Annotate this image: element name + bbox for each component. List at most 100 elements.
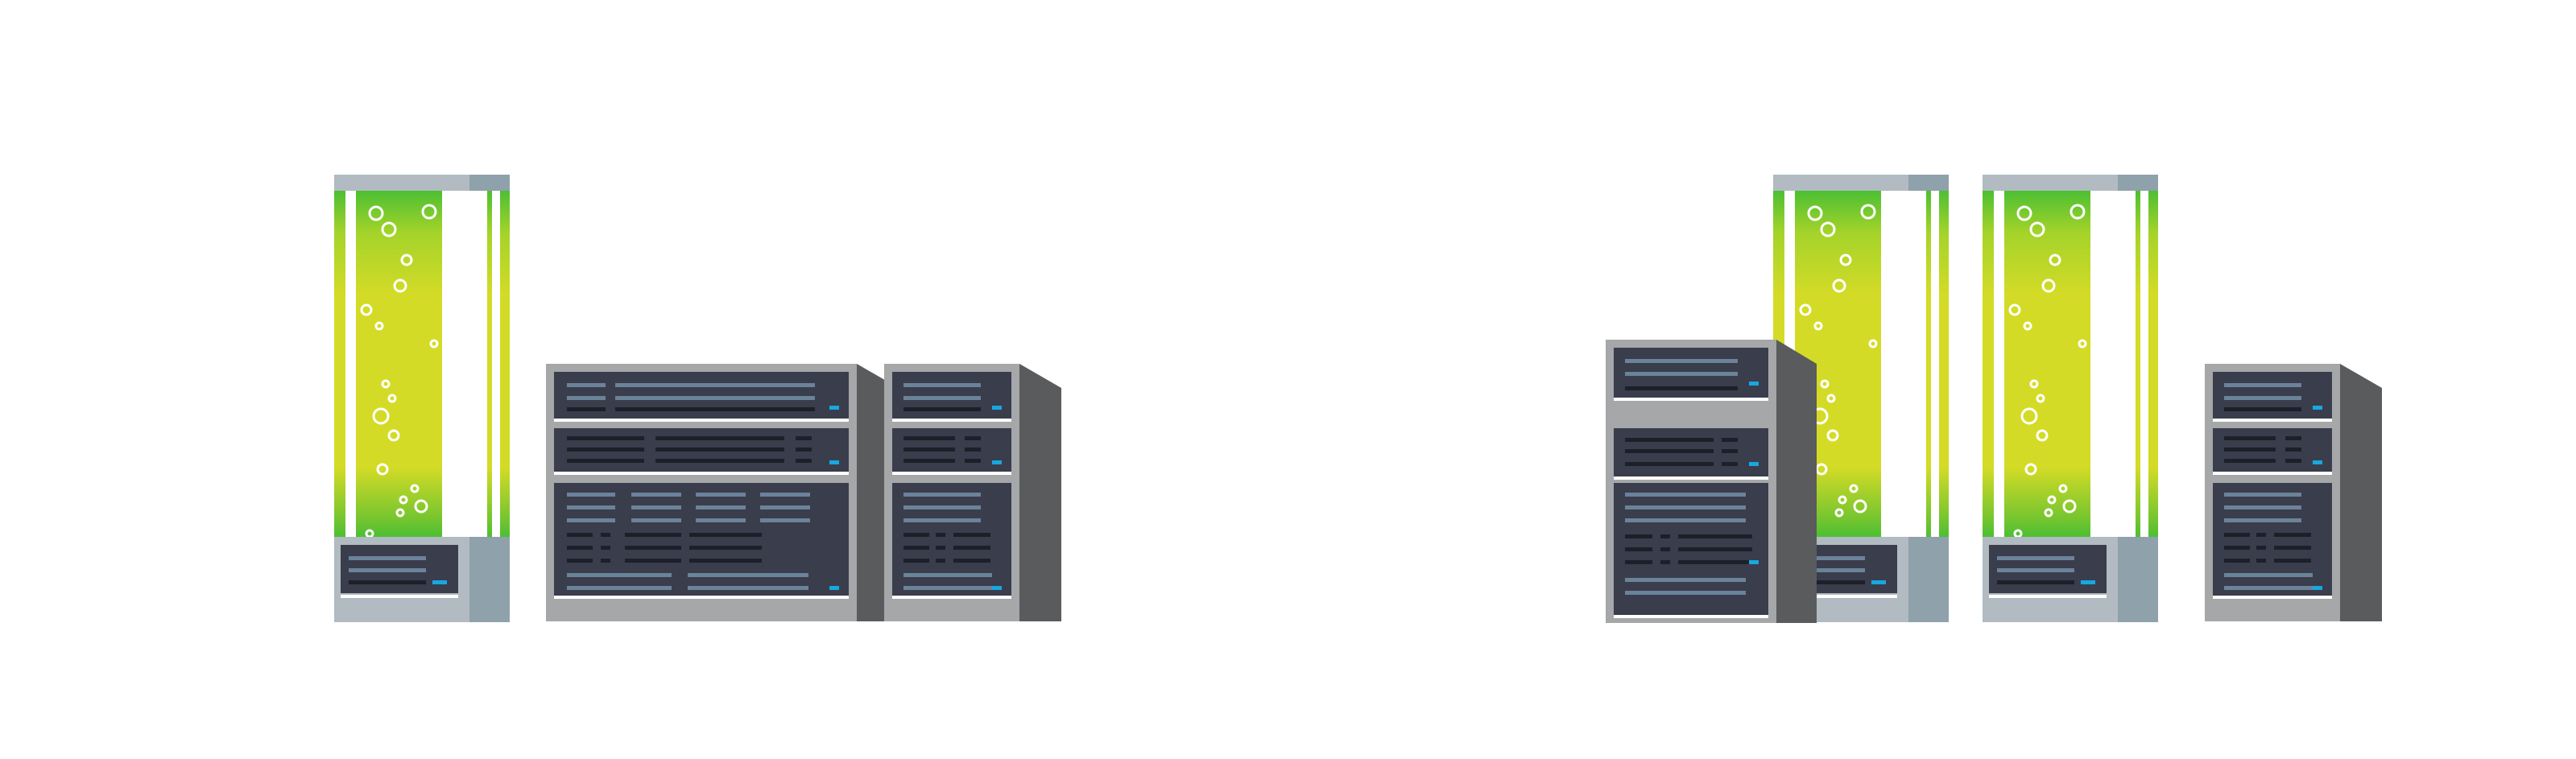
tank-cap-shade [2118, 175, 2158, 191]
panel-line [349, 556, 426, 560]
panel-line [903, 573, 992, 577]
tank-base-shade [469, 537, 510, 622]
bubble-icon [360, 303, 373, 316]
panel-line [2256, 533, 2266, 537]
status-led-icon [432, 580, 447, 584]
panel-line [2256, 559, 2266, 563]
bubble-icon [393, 278, 407, 293]
panel-line [965, 459, 981, 463]
panel-line [1722, 462, 1738, 466]
panel-line [903, 559, 929, 563]
panel-line [2224, 493, 2301, 497]
panel-line [2224, 436, 2276, 440]
panel-line [2274, 533, 2311, 537]
panel-line [903, 493, 981, 497]
panel-line [625, 533, 681, 537]
server-rack-narrow [2205, 364, 2382, 621]
status-led-icon [2313, 460, 2322, 464]
bubble-icon [1839, 254, 1852, 266]
server-unit [1614, 483, 1768, 618]
bubble-icon [1826, 429, 1839, 442]
panel-line [903, 396, 981, 400]
panel-line [2224, 533, 2250, 537]
bubble-icon [1849, 484, 1859, 493]
panel-line [1997, 568, 2074, 572]
panel-line [965, 436, 981, 440]
panel-line [567, 436, 644, 440]
panel-line [696, 493, 746, 497]
panel-line [601, 546, 610, 550]
panel-line [567, 505, 615, 509]
unit-screen [892, 372, 1011, 419]
panel-line [903, 546, 929, 550]
bubble-icon [1813, 321, 1823, 331]
panel-line [1788, 580, 1865, 584]
panel-line [1678, 547, 1752, 551]
unit-screen [2213, 483, 2332, 596]
bubble-icon [1838, 495, 1847, 505]
panel-line [903, 459, 955, 463]
bubble-icon [1860, 204, 1876, 220]
glass-stripe [1881, 191, 1926, 537]
unit-screen [2213, 372, 2332, 419]
panel-line [349, 568, 426, 572]
glass-stripe [1994, 191, 2004, 537]
panel-line [567, 518, 615, 522]
panel-line [2224, 407, 2301, 411]
panel-line [1788, 556, 1865, 560]
bubble-icon [2069, 204, 2086, 220]
server-unit [2213, 483, 2332, 599]
bubble-icon [387, 394, 397, 403]
rack-side [1776, 340, 1817, 623]
unit-screen [554, 483, 849, 596]
status-led-icon [2313, 586, 2322, 590]
panel-line [349, 580, 426, 584]
panel-line [601, 533, 610, 537]
status-led-icon [1749, 382, 1759, 386]
panel-line [625, 559, 681, 563]
panel-line [567, 533, 593, 537]
unit-ledge [1614, 476, 1768, 480]
panel-line [1625, 534, 1652, 538]
bubble-icon [1832, 278, 1846, 293]
bubble-icon [2029, 379, 2039, 389]
unit-ledge [1614, 615, 1768, 618]
panel-line [936, 533, 945, 537]
bubble-icon [2016, 205, 2032, 221]
tank-cap-shade [469, 175, 510, 191]
panel-line [2224, 546, 2250, 550]
panel-line [2224, 505, 2301, 509]
bubble-icon [1820, 221, 1836, 237]
bubble-icon [387, 429, 400, 442]
bubble-icon [421, 204, 437, 220]
tank-cap [1983, 175, 2158, 191]
panel-line [760, 493, 810, 497]
server-unit [892, 428, 1011, 475]
panel-line [1625, 518, 1746, 522]
unit-screen [892, 483, 1011, 596]
panel-line [1722, 438, 1738, 442]
tank-base-shade [2118, 537, 2158, 622]
bubble-icon [2024, 463, 2037, 476]
control-panel [341, 545, 458, 598]
server-unit [2213, 372, 2332, 422]
panel-line [567, 546, 593, 550]
status-led-icon [829, 406, 839, 410]
panel-line [953, 533, 990, 537]
bubble-icon [410, 484, 420, 493]
unit-ledge [2213, 419, 2332, 422]
panel-line [1625, 591, 1746, 595]
bubble-icon [1820, 379, 1830, 389]
status-led-icon [1871, 580, 1886, 584]
panel-line [903, 505, 981, 509]
panel-line [2224, 383, 2301, 387]
unit-ledge [2213, 596, 2332, 599]
bubbles [2008, 204, 2087, 538]
panel-line [2256, 546, 2266, 550]
server-unit [1614, 348, 1768, 401]
server-rack-narrow [1606, 340, 1817, 623]
panel-line [2285, 436, 2301, 440]
panel-line [2224, 448, 2276, 452]
panel-line [1660, 534, 1670, 538]
status-led-icon [992, 460, 1002, 464]
